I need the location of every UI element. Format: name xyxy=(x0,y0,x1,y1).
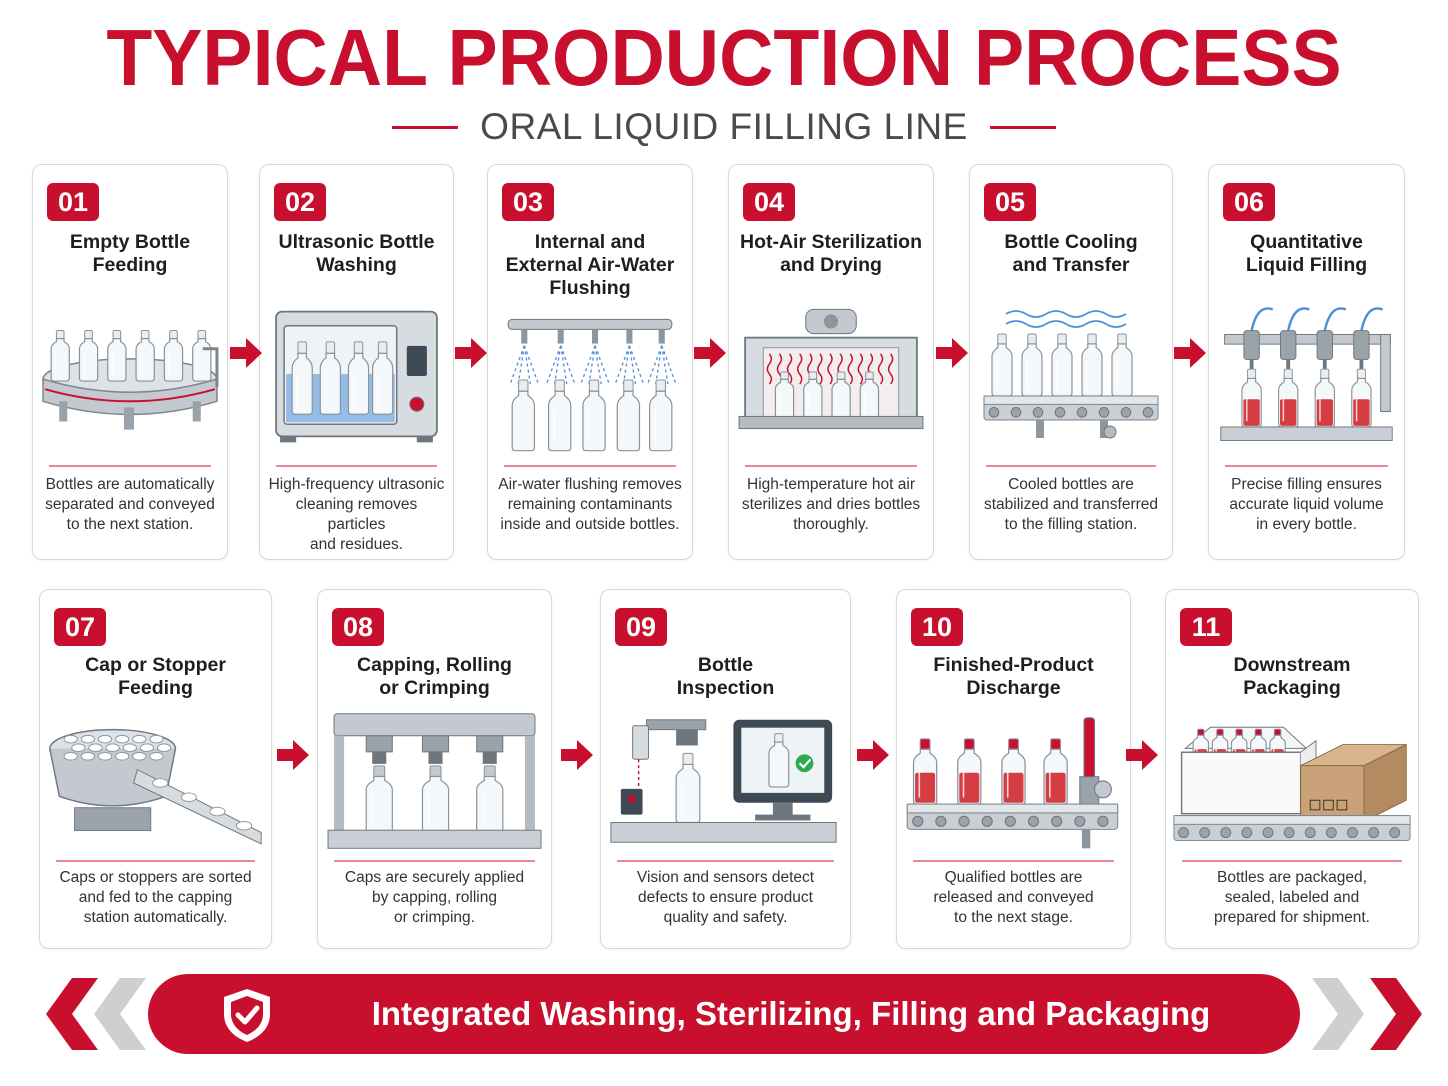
rotary-feeding-table-icon xyxy=(39,295,221,453)
step-title: Ultrasonic Bottle Washing xyxy=(278,231,435,276)
step-title: Capping, Rolling or Crimping xyxy=(357,654,512,699)
flow-arrow-icon xyxy=(1174,336,1208,370)
flow-arrow-icon xyxy=(857,738,891,772)
step-description: High-frequency ultrasonic cleaning remov… xyxy=(268,476,445,553)
step-title: Empty Bottle Feeding xyxy=(69,231,191,276)
step-description: Cooled bottles are stabilized and transf… xyxy=(983,476,1159,533)
step-number-badge: 10 xyxy=(911,608,963,646)
flow-arrow-icon xyxy=(561,738,595,772)
flow-arrow-icon xyxy=(230,336,264,370)
step-description: Precise filling ensures accurate liquid … xyxy=(1229,476,1384,533)
subtitle-row: ORAL LIQUID FILLING LINE xyxy=(0,104,1448,150)
flow-arrow-icon xyxy=(1126,738,1160,772)
step-title: Downstream Packaging xyxy=(1233,654,1351,699)
air-water-flushing-icon xyxy=(494,305,686,463)
step-title: Finished-Product Discharge xyxy=(933,654,1094,699)
ultrasonic-washer-icon xyxy=(266,295,447,453)
step-number-badge: 01 xyxy=(47,183,99,221)
step-title: Bottle Cooling and Transfer xyxy=(1004,231,1138,276)
subtitle-left-rule xyxy=(392,125,459,129)
step-title: Hot-Air Sterilization and Drying xyxy=(739,231,922,276)
step-number-badge: 04 xyxy=(743,183,795,221)
step-divider xyxy=(745,465,917,467)
step-title: Cap or Stopper Feeding xyxy=(85,654,226,699)
step-divider xyxy=(276,465,437,467)
right-chevrons-icon xyxy=(1312,978,1422,1050)
step-number-badge: 11 xyxy=(1180,608,1232,646)
discharge-conveyor-icon xyxy=(903,708,1124,856)
step-description: Air-water flushing removes remaining con… xyxy=(498,476,682,533)
left-chevrons-icon xyxy=(46,978,146,1050)
subtitle-right-rule xyxy=(989,125,1056,129)
step-description: High-temperature hot air sterilizes and … xyxy=(741,476,921,533)
step-divider xyxy=(334,860,535,862)
step-number-badge: 03 xyxy=(502,183,554,221)
step-divider xyxy=(49,465,211,467)
step-title: Internal and External Air-Water Flushing xyxy=(505,231,675,299)
step-description: Caps are securely applied by capping, ro… xyxy=(344,869,525,926)
step-number-badge: 06 xyxy=(1223,183,1275,221)
step-divider xyxy=(913,860,1114,862)
step-number-badge: 08 xyxy=(332,608,384,646)
flow-arrow-icon xyxy=(694,336,728,370)
step-number-badge: 05 xyxy=(984,183,1036,221)
step-divider xyxy=(1182,860,1402,862)
workflow-banner: Integrated Washing, Sterilizing, Filling… xyxy=(148,974,1300,1086)
filling-nozzles-icon xyxy=(1215,295,1398,453)
sterilization-tunnel-icon xyxy=(735,295,927,453)
step-title: Quantitative Liquid Filling xyxy=(1245,231,1368,276)
capping-machine-icon xyxy=(324,708,545,856)
packaging-box-icon xyxy=(1172,708,1412,856)
flow-arrow-icon xyxy=(936,336,970,370)
page-title: TYPICAL PRODUCTION PROCESS xyxy=(106,13,1342,102)
step-title: Bottle Inspection xyxy=(676,654,775,699)
page-subtitle: ORAL LIQUID FILLING LINE xyxy=(480,106,968,147)
vibratory-bowl-feeder-icon xyxy=(46,708,265,856)
step-description: Qualified bottles are released and conve… xyxy=(933,869,1094,926)
flow-arrow-icon xyxy=(455,336,489,370)
step-divider xyxy=(986,465,1156,467)
step-divider xyxy=(1225,465,1388,467)
step-number-badge: 02 xyxy=(274,183,326,221)
vision-inspection-icon xyxy=(607,708,844,856)
workflow-banner-text: Integrated Washing, Sterilizing, Filling… xyxy=(371,995,1211,1086)
step-divider xyxy=(617,860,834,862)
step-description: Bottles are automatically separated and … xyxy=(45,476,215,533)
shield-check-icon xyxy=(224,989,270,1042)
step-number-badge: 09 xyxy=(615,608,667,646)
flow-arrow-icon xyxy=(277,738,311,772)
step-divider xyxy=(504,465,676,467)
step-description: Caps or stoppers are sorted and fed to t… xyxy=(59,869,252,926)
step-divider xyxy=(56,860,255,862)
step-number-badge: 07 xyxy=(54,608,106,646)
step-description: Vision and sensors detect defects to ens… xyxy=(636,869,815,926)
cooling-conveyor-icon xyxy=(976,295,1166,453)
step-description: Bottles are packaged, sealed, labeled an… xyxy=(1214,869,1370,926)
